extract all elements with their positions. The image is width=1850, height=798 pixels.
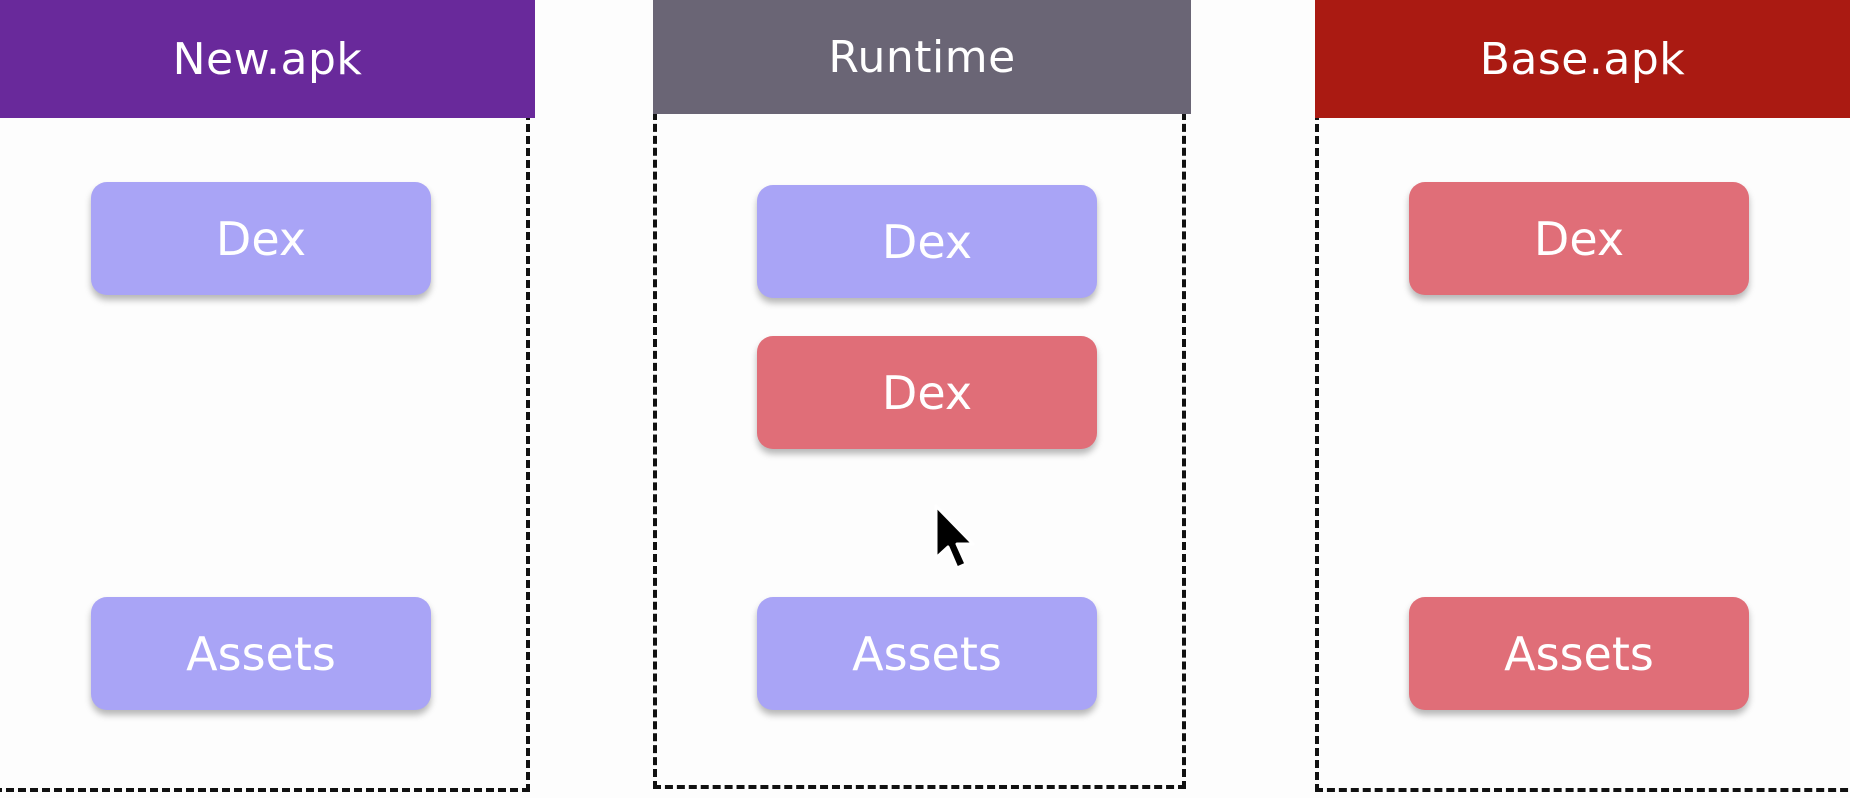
base-apk-assets-block: Assets bbox=[1409, 597, 1749, 710]
runtime-dex-new-block: Dex bbox=[757, 185, 1097, 298]
runtime-assets-block: Assets bbox=[757, 597, 1097, 710]
new-apk-column: New.apk bbox=[0, 0, 535, 798]
base-apk-dex-block: Dex bbox=[1409, 182, 1749, 295]
runtime-column: Runtime bbox=[653, 0, 1191, 798]
runtime-header: Runtime bbox=[653, 0, 1191, 114]
new-apk-assets-block: Assets bbox=[91, 597, 431, 710]
base-apk-column: Base.apk bbox=[1315, 0, 1850, 798]
runtime-dex-base-block: Dex bbox=[757, 336, 1097, 449]
new-apk-dex-block: Dex bbox=[91, 182, 431, 295]
new-apk-header: New.apk bbox=[0, 0, 535, 118]
base-apk-header: Base.apk bbox=[1315, 0, 1850, 118]
mouse-pointer-icon bbox=[934, 504, 975, 570]
